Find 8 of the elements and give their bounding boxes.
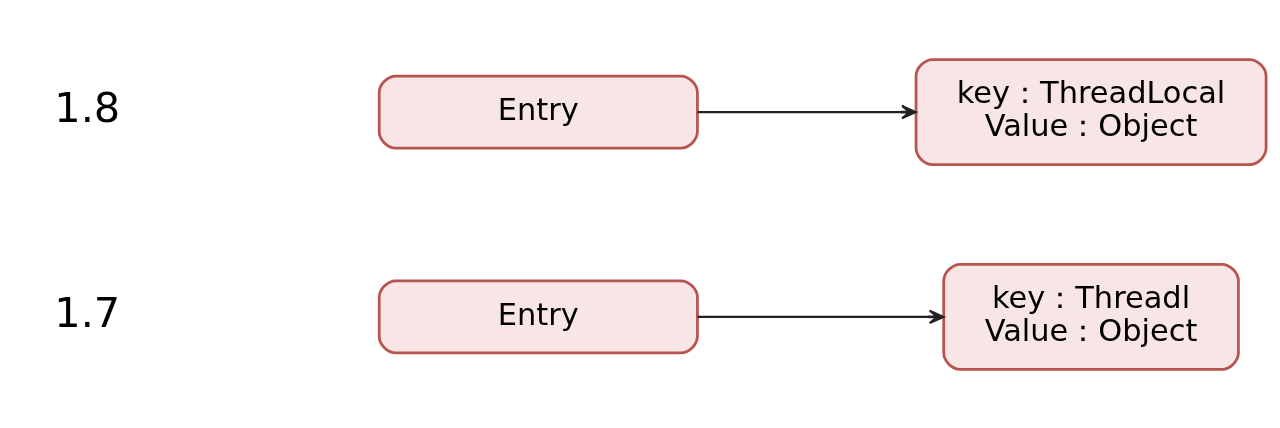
label: 1.7	[54, 287, 121, 337]
arrow	[697, 104, 917, 119]
arrow	[697, 309, 945, 324]
node-box: Entry	[377, 74, 699, 149]
node-box: Entry	[377, 279, 699, 354]
label: 1.8	[54, 82, 121, 132]
node-box: key：ThreadLocal Value：Object	[914, 57, 1268, 166]
node-box: key：Threadl Value：Object	[942, 262, 1240, 371]
